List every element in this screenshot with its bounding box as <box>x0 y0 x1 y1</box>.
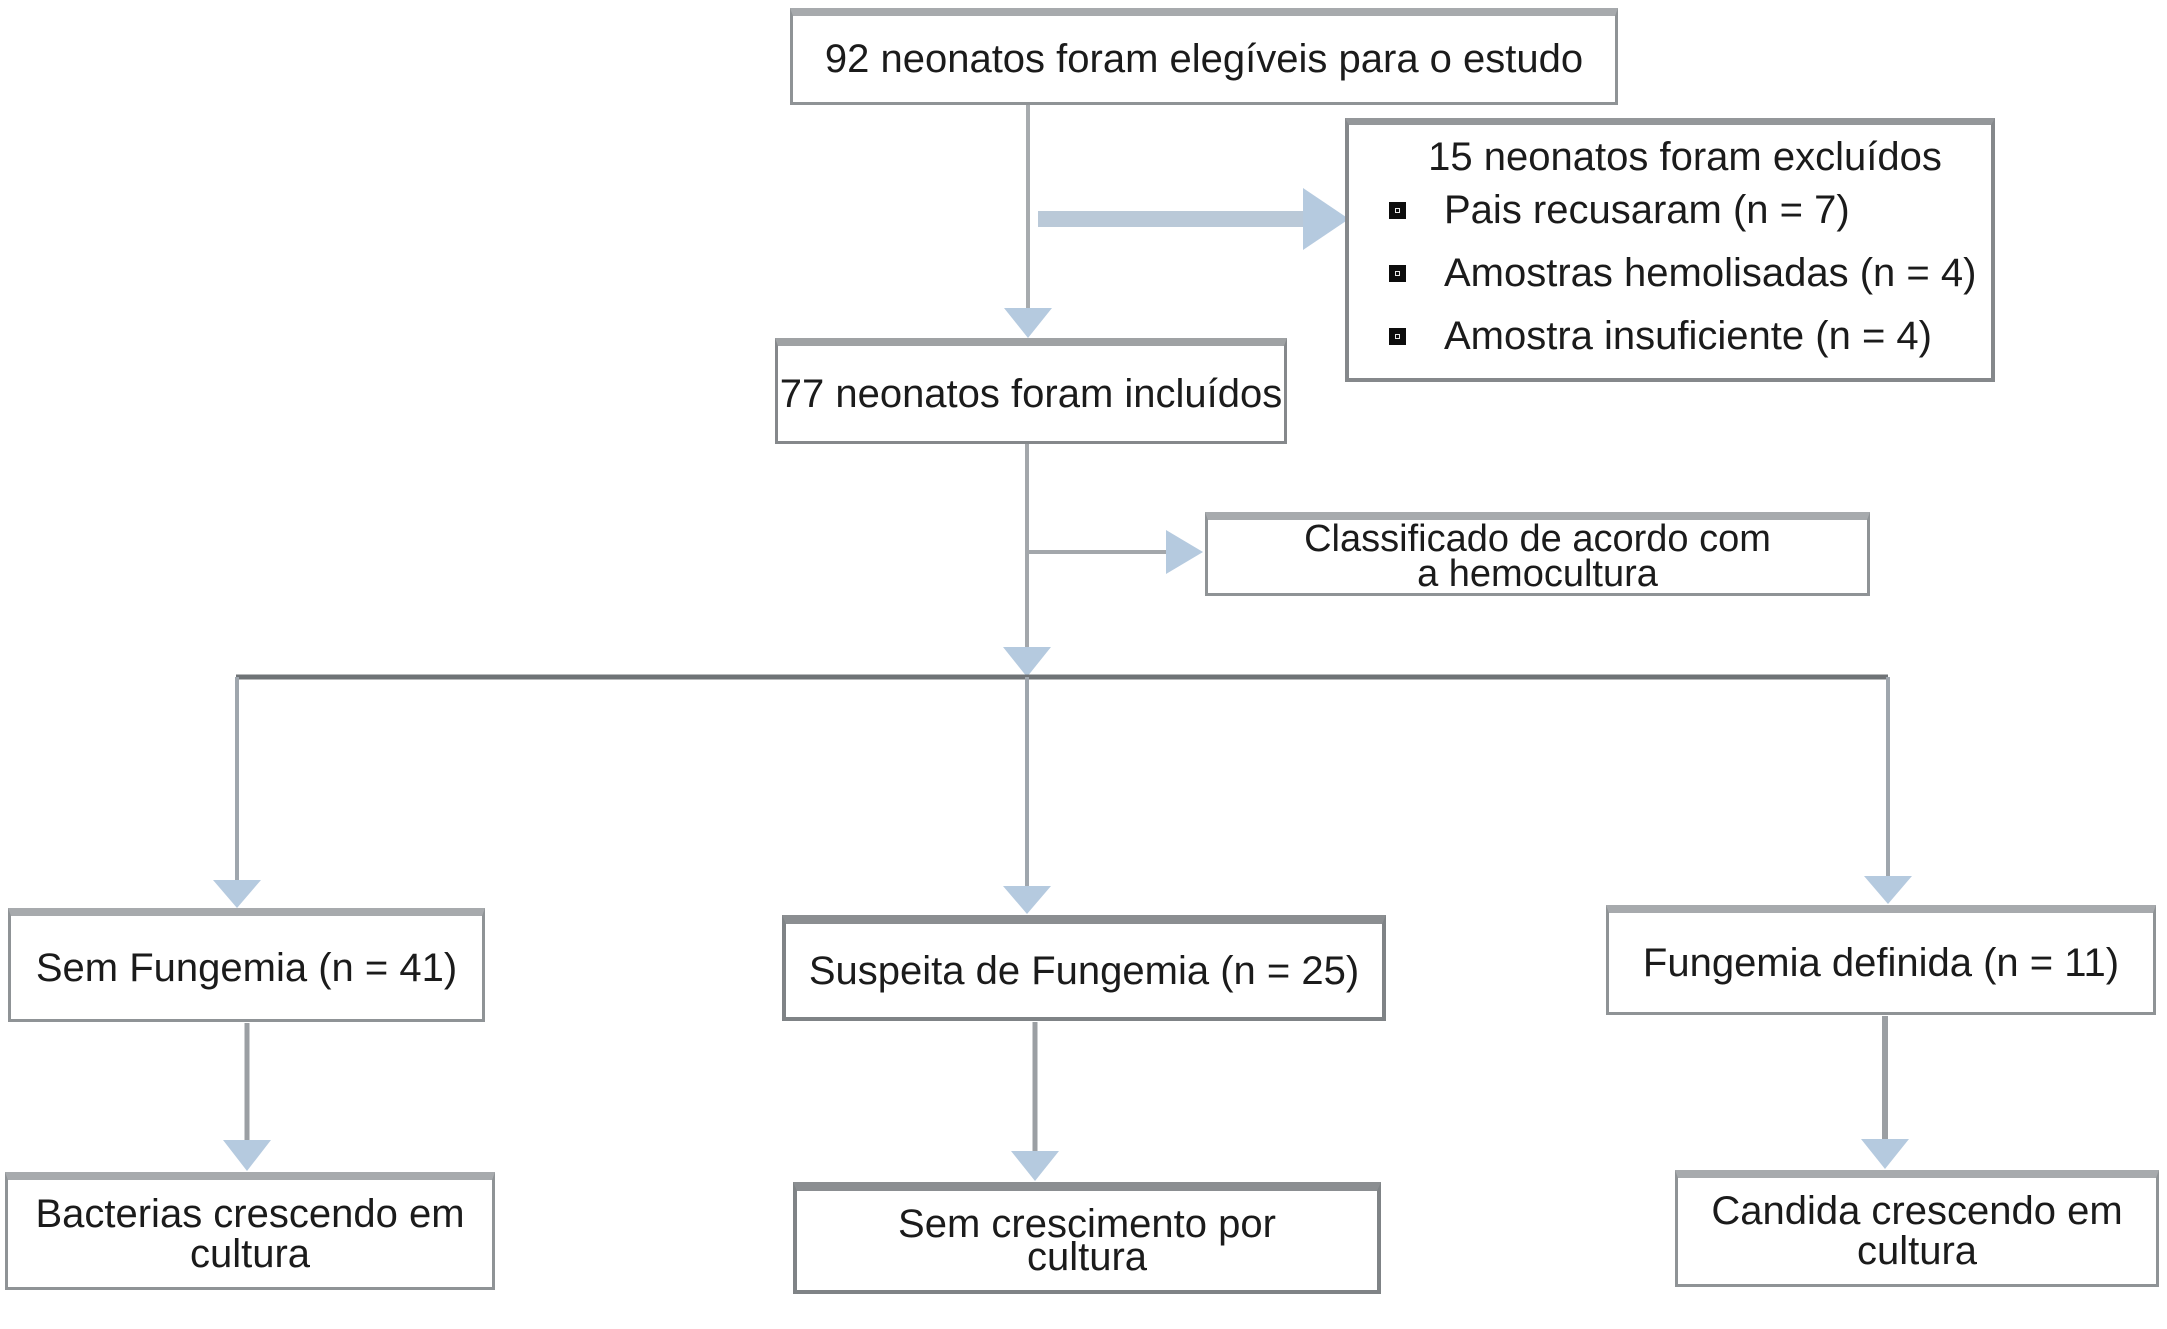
node-classified: Classificado de acordo com a hemocultura <box>1205 512 1870 596</box>
node-excluded: 15 neonatos foram excluídos Pais recusar… <box>1345 118 1995 382</box>
node-candida-culture: Candida crescendo em cultura <box>1675 1170 2159 1287</box>
node-classified-line: a hemocultura <box>1417 552 1658 595</box>
connector-included-to-classified <box>1027 530 1203 574</box>
node-defined-fungemia: Fungemia definida (n = 11) <box>1606 905 2156 1015</box>
node-included: 77 neonatos foram incluídos <box>775 338 1287 444</box>
node-eligible-label: 92 neonatos foram elegíveis para o estud… <box>824 37 1584 81</box>
node-no-fungemia: Sem Fungemia (n = 41) <box>8 908 485 1022</box>
node-defined-fungemia-label: Fungemia definida (n = 11) <box>1642 940 2120 985</box>
excluded-item-label: Amostras hemolisadas (n = 4) <box>1444 251 1977 295</box>
node-candida-line: cultura <box>1856 1229 1978 1273</box>
node-no-fungemia-label: Sem Fungemia (n = 41) <box>35 945 458 990</box>
connector-split-to-defined <box>1864 677 1912 904</box>
excluded-item: Pais recusaram (n = 7) <box>1389 188 1991 233</box>
node-excluded-title: 15 neonatos foram excluídos <box>1428 135 1942 179</box>
node-bacteria-culture: Bacterias crescendo em cultura <box>5 1172 495 1290</box>
node-classified-line: Classificado de acordo com <box>1304 517 1771 560</box>
excluded-item-label: Amostra insuficiente (n = 4) <box>1444 314 1932 358</box>
connector-included-to-split <box>1003 444 1051 677</box>
bullet-square-icon <box>1389 202 1406 219</box>
node-bacteria-line: cultura <box>189 1231 311 1276</box>
node-no-growth-line: cultura <box>1026 1234 1148 1279</box>
bullet-square-icon <box>1389 328 1406 345</box>
connector-eligible-to-included <box>1004 105 1052 338</box>
node-no-growth-line: Sem crescimento por <box>898 1201 1276 1246</box>
connector-suspected-to-no-growth <box>1011 1022 1059 1181</box>
excluded-item-label: Pais recusaram (n = 7) <box>1444 188 1850 232</box>
node-no-growth-culture: Sem crescimento por cultura <box>793 1182 1381 1294</box>
connector-eligible-to-excluded <box>1038 188 1349 250</box>
node-suspected-fungemia-label: Suspeita de Fungemia (n = 25) <box>808 948 1360 993</box>
node-eligible: 92 neonatos foram elegíveis para o estud… <box>790 8 1618 105</box>
excluded-item: Amostras hemolisadas (n = 4) <box>1389 251 1991 296</box>
connector-split-to-suspected <box>1003 677 1051 914</box>
bullet-square-icon <box>1389 265 1406 282</box>
node-suspected-fungemia: Suspeita de Fungemia (n = 25) <box>782 915 1386 1021</box>
connector-no-fungemia-to-bacteria <box>223 1023 271 1171</box>
connector-defined-to-candida <box>1861 1016 1909 1169</box>
excluded-item: Amostra insuficiente (n = 4) <box>1389 314 1991 359</box>
connector-split-to-no-fungemia <box>213 677 261 908</box>
node-bacteria-line: Bacterias crescendo em <box>35 1191 465 1236</box>
node-candida-line: Candida crescendo em <box>1711 1189 2123 1233</box>
node-included-label: 77 neonatos foram incluídos <box>779 371 1283 416</box>
